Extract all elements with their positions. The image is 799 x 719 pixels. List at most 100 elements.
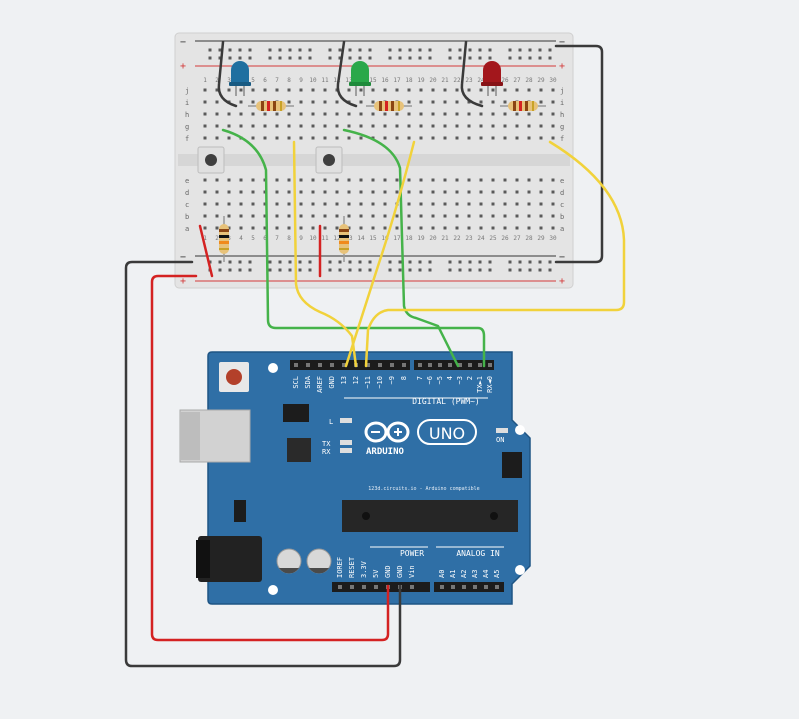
reset-button[interactable]: [226, 369, 242, 385]
column-number: 29: [537, 77, 545, 84]
breadboard-hole: [479, 178, 483, 182]
header-pin[interactable]: [440, 585, 444, 589]
header-pin[interactable]: [390, 363, 394, 367]
wire-green-1[interactable]: [221, 128, 486, 368]
breadboard-hole: [443, 214, 447, 218]
breadboard-hole: [215, 124, 219, 128]
rail-hole: [548, 56, 552, 60]
column-number: 30: [549, 235, 557, 242]
rail-hole: [518, 56, 522, 60]
header-pin[interactable]: [438, 363, 442, 367]
wire-black-led2[interactable]: [336, 40, 358, 108]
rail-hole: [288, 56, 292, 60]
led-red[interactable]: [481, 61, 503, 96]
breadboard-hole: [323, 112, 327, 116]
header-pin[interactable]: [473, 585, 477, 589]
column-number: 21: [441, 235, 449, 242]
arduino-uno-board[interactable]: L TX RX ON ARDUINO UNO 123d.circuits.io …: [179, 351, 531, 605]
header-pin[interactable]: [366, 363, 370, 367]
header-pin[interactable]: [378, 363, 382, 367]
breadboard-hole: [335, 124, 339, 128]
header-pin[interactable]: [338, 585, 342, 589]
header-pin[interactable]: [350, 585, 354, 589]
power-pin-label: 5V: [372, 569, 380, 578]
wire-yellow-2[interactable]: [344, 140, 416, 368]
header-pin[interactable]: [495, 585, 499, 589]
rail-hole: [348, 260, 352, 264]
header-pin[interactable]: [342, 363, 346, 367]
analog-pin-label: A1: [449, 570, 457, 578]
header-pin[interactable]: [402, 363, 406, 367]
header-pin[interactable]: [362, 585, 366, 589]
header-pin[interactable]: [428, 363, 432, 367]
wire-yellow-3[interactable]: [364, 140, 626, 368]
resistor-5[interactable]: [339, 216, 349, 262]
breadboard-hole: [215, 112, 219, 116]
header-pin[interactable]: [374, 585, 378, 589]
header-pin[interactable]: [462, 585, 466, 589]
header-pin[interactable]: [318, 363, 322, 367]
breadboard-hole: [455, 88, 459, 92]
led-green[interactable]: [349, 61, 371, 96]
wire-black-rail-jumper[interactable]: [554, 44, 604, 264]
column-number: 11: [321, 235, 329, 242]
wire-black-led1[interactable]: [217, 40, 238, 108]
breadboard-hole: [239, 112, 243, 116]
breadboard-hole: [299, 88, 303, 92]
rail-hole: [338, 260, 342, 264]
rail-hole: [208, 56, 212, 60]
breadboard-hole: [227, 190, 231, 194]
resistor-4[interactable]: [219, 216, 229, 262]
breadboard-hole: [323, 124, 327, 128]
breadboard-hole: [407, 190, 411, 194]
column-number: 20: [429, 77, 437, 84]
led-blue[interactable]: [229, 61, 251, 96]
breadboard-hole: [263, 124, 267, 128]
header-pin[interactable]: [458, 363, 462, 367]
header-pin[interactable]: [410, 585, 414, 589]
breadboard-hole: [551, 226, 555, 230]
header-pin[interactable]: [451, 585, 455, 589]
breadboard-hole: [503, 100, 507, 104]
breadboard-hole: [479, 124, 483, 128]
header-pin[interactable]: [484, 585, 488, 589]
wire-green-2[interactable]: [342, 128, 460, 368]
analog-header-label: ANALOG IN: [456, 549, 500, 558]
power-pin-label: GND: [384, 565, 392, 578]
header-pin[interactable]: [330, 363, 334, 367]
rail-hole: [238, 260, 242, 264]
column-number: 9: [299, 235, 303, 242]
header-pin[interactable]: [418, 363, 422, 367]
rail-hole: [238, 268, 242, 272]
pushbutton-1[interactable]: [197, 146, 225, 174]
resistor-1[interactable]: [248, 101, 294, 111]
column-number: 16: [381, 77, 389, 84]
breadboard-hole: [515, 214, 519, 218]
breadboard-hole: [443, 202, 447, 206]
rail-hole: [338, 56, 342, 60]
wire-red-5v[interactable]: [150, 274, 390, 642]
rail-hole: [468, 260, 472, 264]
header-pin[interactable]: [448, 363, 452, 367]
breadboard-hole: [395, 112, 399, 116]
power-jack[interactable]: [198, 536, 262, 582]
resistor-3[interactable]: [500, 101, 546, 111]
wire-yellow-1[interactable]: [292, 140, 358, 368]
column-number: 16: [381, 235, 389, 242]
header-pin[interactable]: [488, 363, 492, 367]
wire-black-gnd[interactable]: [124, 260, 402, 668]
wire-black-led3[interactable]: [460, 40, 484, 108]
header-pin[interactable]: [478, 363, 482, 367]
header-pin[interactable]: [306, 363, 310, 367]
column-number: 17: [393, 77, 401, 84]
breadboard-hole: [455, 112, 459, 116]
row-letter: d: [185, 189, 189, 197]
resistor-2[interactable]: [366, 101, 412, 111]
header-pin[interactable]: [468, 363, 472, 367]
header-pin[interactable]: [294, 363, 298, 367]
wire-red-jumper-1[interactable]: [198, 224, 214, 278]
breadboard-hole: [227, 226, 231, 230]
pushbutton-2[interactable]: [315, 146, 343, 174]
breadboard-hole: [539, 214, 543, 218]
